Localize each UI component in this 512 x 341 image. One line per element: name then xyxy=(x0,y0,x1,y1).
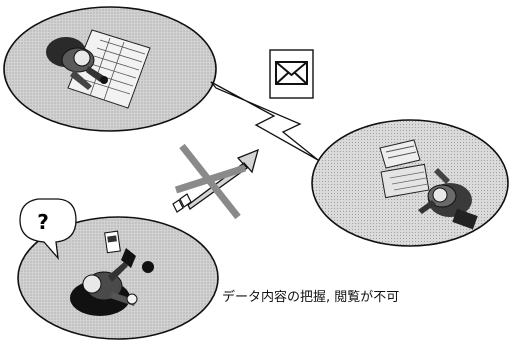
caption-text: データ内容の把握, 閲覧が不可 xyxy=(222,290,400,305)
envelope-icon xyxy=(269,49,314,99)
transmission-bolt-icon xyxy=(210,81,319,161)
sender-person-icon xyxy=(46,29,151,109)
question-mark-text: ? xyxy=(37,210,49,234)
third-party-workstation xyxy=(17,216,219,340)
blocked-arrow-icon xyxy=(172,143,259,220)
question-bubble: ? xyxy=(19,198,77,261)
third-party-person-icon xyxy=(70,230,154,316)
sender-workstation xyxy=(3,6,217,132)
receiver-person-icon xyxy=(379,139,478,230)
receiver-workstation xyxy=(311,119,509,247)
